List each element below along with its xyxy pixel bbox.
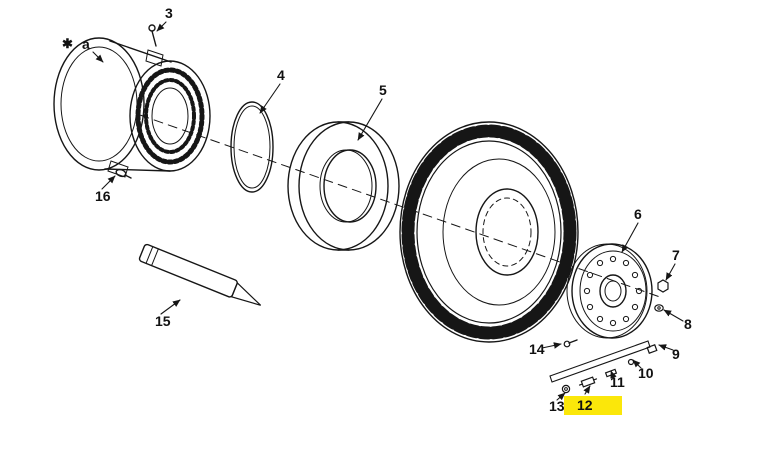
callout-14: 14: [529, 341, 545, 357]
tube-nozzle: [230, 281, 262, 306]
callout-asterisk: ✱: [62, 36, 73, 51]
o-ring-part-4: [230, 101, 274, 193]
washer-part-8: [654, 304, 664, 312]
callout-16: 16: [95, 188, 111, 204]
leader-3: [156, 21, 167, 32]
callout-8: 8: [684, 316, 692, 332]
bolt-part-3: [148, 24, 157, 47]
callout-5: 5: [379, 82, 387, 98]
top-mount-boss: [145, 49, 164, 67]
leader-10: [632, 359, 642, 369]
callout-4: 4: [277, 67, 285, 83]
sealant-tube-part-15: [138, 243, 262, 306]
leader-13: [556, 392, 566, 401]
callout-15: 15: [155, 313, 171, 329]
leader-7: [665, 263, 676, 281]
leader-8: [663, 309, 684, 322]
spline-teeth-inner: [144, 78, 196, 154]
nut-part-7: [657, 279, 669, 293]
callout-11: 11: [610, 374, 625, 390]
leader-11: [610, 370, 617, 380]
hub-flange-part-6: [566, 243, 653, 339]
center-axis-dashed-line: [139, 114, 661, 298]
callout-a: a: [82, 36, 90, 52]
tire-tread-blocks: [401, 124, 577, 340]
leader-6: [621, 222, 639, 253]
ring-flange-part-5: [287, 121, 400, 251]
leader-9: [658, 344, 674, 351]
callout-6: 6: [634, 206, 642, 222]
leader-4: [259, 83, 281, 114]
leader-16: [101, 175, 116, 190]
callout-13: 13: [549, 398, 565, 414]
callout-7: 7: [672, 247, 680, 263]
spline-teeth-outer: [135, 67, 205, 165]
valve-cap-part-9: [646, 344, 658, 354]
screw-part-14: [563, 339, 578, 348]
valve-bracket: [549, 340, 651, 383]
bolt-hole-circle: [583, 255, 643, 327]
tire-sidewall: [442, 158, 556, 306]
highlight-marker: [564, 396, 622, 415]
valve-nut-part-13: [561, 384, 571, 394]
callout-10: 10: [638, 365, 654, 381]
leader-a: [92, 51, 104, 63]
callout-12: 12: [577, 397, 593, 413]
leader-14: [541, 342, 562, 349]
callout-9: 9: [672, 346, 680, 362]
callout-3: 3: [165, 5, 173, 21]
retainer-part-16: [115, 168, 132, 179]
leader-12: [583, 385, 591, 395]
tire-bead-hole: [475, 188, 539, 276]
wheel-drum-hub: [53, 37, 211, 178]
bottom-mount-boss: [107, 160, 129, 178]
valve-core-part-12: [578, 376, 598, 388]
tire: [399, 121, 579, 343]
leader-5: [357, 98, 383, 141]
leader-lines: [92, 21, 684, 401]
diagram-artwork: ✱ a 3 4 5 6 7 8 9 10 11 12 13 14 15 16: [53, 5, 692, 415]
leader-15: [160, 299, 181, 315]
